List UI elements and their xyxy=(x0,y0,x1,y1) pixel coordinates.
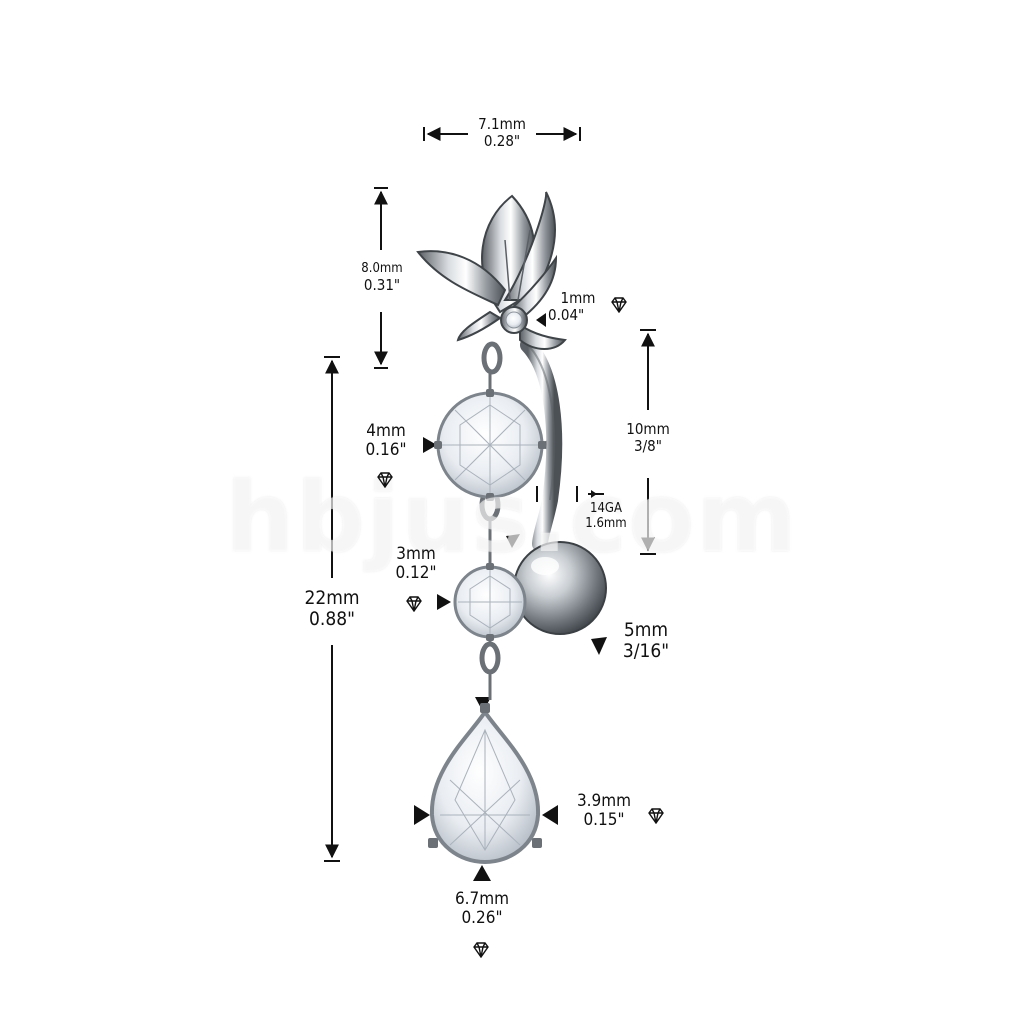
diamond-icon xyxy=(473,942,489,958)
ball-label: 5mm 3/16" xyxy=(622,619,670,663)
pear-gem xyxy=(428,703,542,865)
pear-width-label: 3.9mm 0.15" xyxy=(576,791,632,831)
leaf-top xyxy=(416,191,567,350)
bottom-ball xyxy=(513,541,607,635)
gem-4mm-label: 4mm 0.16" xyxy=(365,421,407,461)
small-gem-label: 1mm 0.04" xyxy=(548,289,596,324)
diamond-icon xyxy=(377,472,393,488)
diamond-icon xyxy=(648,808,664,824)
top-height-label: 8.0mm 0.31" xyxy=(361,261,403,294)
pear-length-label: 6.7mm 0.26" xyxy=(454,889,510,929)
gem-3mm xyxy=(453,563,527,641)
diamond-icon xyxy=(406,596,422,612)
diamond-icon xyxy=(611,297,627,313)
gem-4mm xyxy=(434,389,546,501)
gem-3mm-label: 3mm 0.12" xyxy=(395,544,437,584)
dimension-lines xyxy=(324,127,656,862)
gauge-label: 14GA 1.6mm xyxy=(585,501,627,531)
top-width-label: 7.1mm 0.28" xyxy=(478,115,526,150)
bar-length-label: 10mm 3/8" xyxy=(626,420,670,455)
total-drop-label: 22mm 0.88" xyxy=(288,587,376,631)
